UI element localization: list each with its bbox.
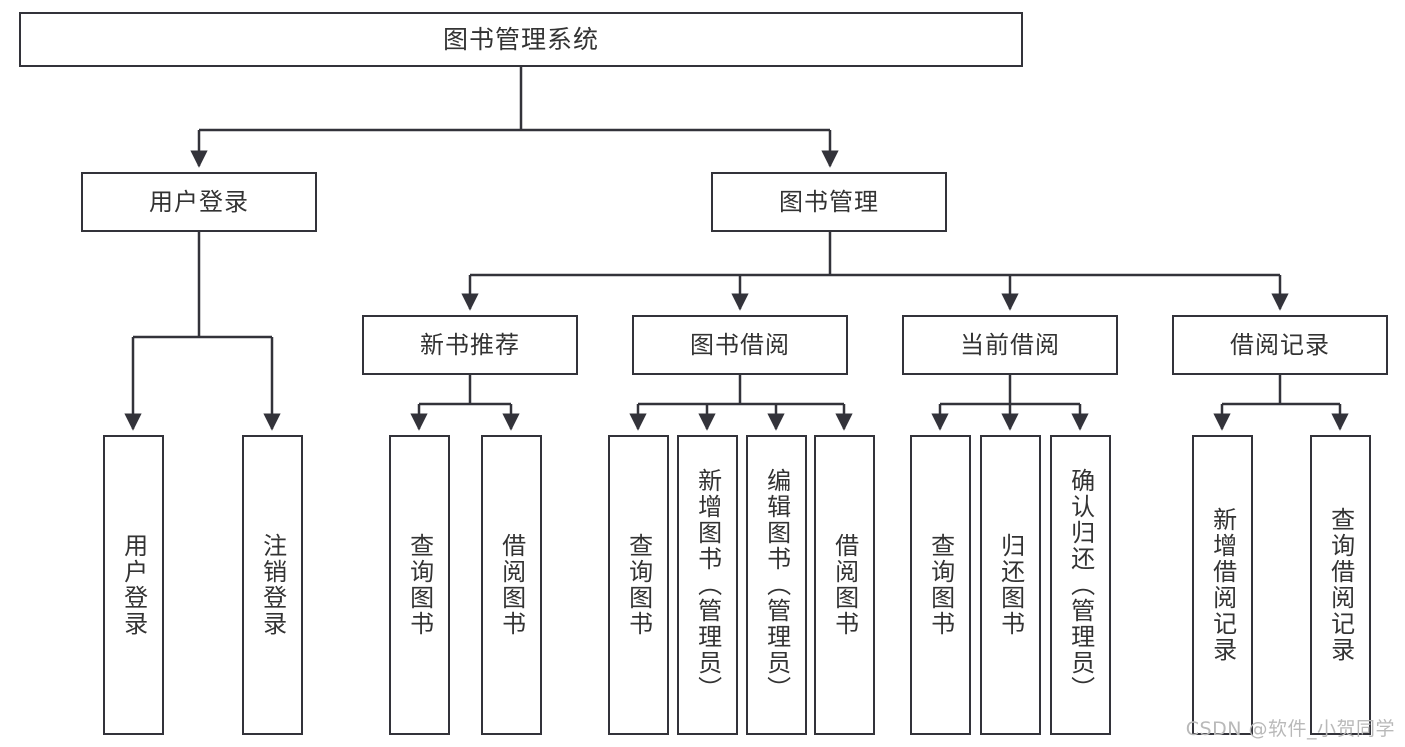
node-new-book-recommend[interactable]: 新书推荐 — [362, 315, 578, 375]
node-label: 当前借阅 — [960, 330, 1060, 359]
node-leaf-user-login[interactable]: 用户登录 — [103, 435, 164, 735]
node-label: 查询图书 — [926, 533, 955, 637]
node-label: 查询借阅记录 — [1326, 507, 1355, 663]
node-label: 归还图书 — [996, 533, 1025, 637]
node-leaf-borrow-query-book[interactable]: 查询图书 — [608, 435, 669, 735]
node-leaf-add-borrow-record[interactable]: 新增借阅记录 — [1192, 435, 1253, 735]
csdn-watermark: CSDN @软件_小贺同学 — [1185, 718, 1395, 740]
node-leaf-newbook-query-book[interactable]: 查询图书 — [389, 435, 450, 735]
node-leaf-confirm-return-admin[interactable]: 确认归还（管理员） — [1050, 435, 1111, 735]
node-label: 新增借阅记录 — [1208, 507, 1237, 663]
node-book-management[interactable]: 图书管理 — [711, 172, 947, 232]
node-current-borrow[interactable]: 当前借阅 — [902, 315, 1118, 375]
node-user-login[interactable]: 用户登录 — [81, 172, 317, 232]
node-label: 借阅图书 — [830, 533, 859, 637]
node-leaf-current-query-book[interactable]: 查询图书 — [910, 435, 971, 735]
node-leaf-query-borrow-record[interactable]: 查询借阅记录 — [1310, 435, 1371, 735]
node-leaf-newbook-borrow-book[interactable]: 借阅图书 — [481, 435, 542, 735]
node-label: 用户登录 — [149, 187, 249, 216]
node-label: 借阅记录 — [1230, 330, 1330, 359]
node-label: 确认归还（管理员） — [1066, 468, 1095, 702]
node-label: 图书管理系统 — [442, 24, 599, 54]
node-label: 图书借阅 — [690, 330, 790, 359]
node-root-book-management-system[interactable]: 图书管理系统 — [19, 12, 1023, 67]
node-label: 查询图书 — [405, 533, 434, 637]
node-leaf-add-book-admin[interactable]: 新增图书（管理员） — [677, 435, 738, 735]
node-book-borrow[interactable]: 图书借阅 — [632, 315, 848, 375]
node-borrow-record[interactable]: 借阅记录 — [1172, 315, 1388, 375]
node-label: 注销登录 — [258, 533, 287, 637]
node-leaf-borrow-book[interactable]: 借阅图书 — [814, 435, 875, 735]
node-leaf-edit-book-admin[interactable]: 编辑图书（管理员） — [746, 435, 807, 735]
node-label: 新增图书（管理员） — [693, 468, 722, 702]
node-label: 查询图书 — [624, 533, 653, 637]
node-label: 新书推荐 — [420, 330, 520, 359]
node-label: 用户登录 — [119, 533, 148, 637]
node-label: 编辑图书（管理员） — [762, 468, 791, 702]
node-leaf-return-book[interactable]: 归还图书 — [980, 435, 1041, 735]
node-leaf-logout[interactable]: 注销登录 — [242, 435, 303, 735]
node-label: 图书管理 — [779, 187, 879, 216]
node-label: 借阅图书 — [497, 533, 526, 637]
